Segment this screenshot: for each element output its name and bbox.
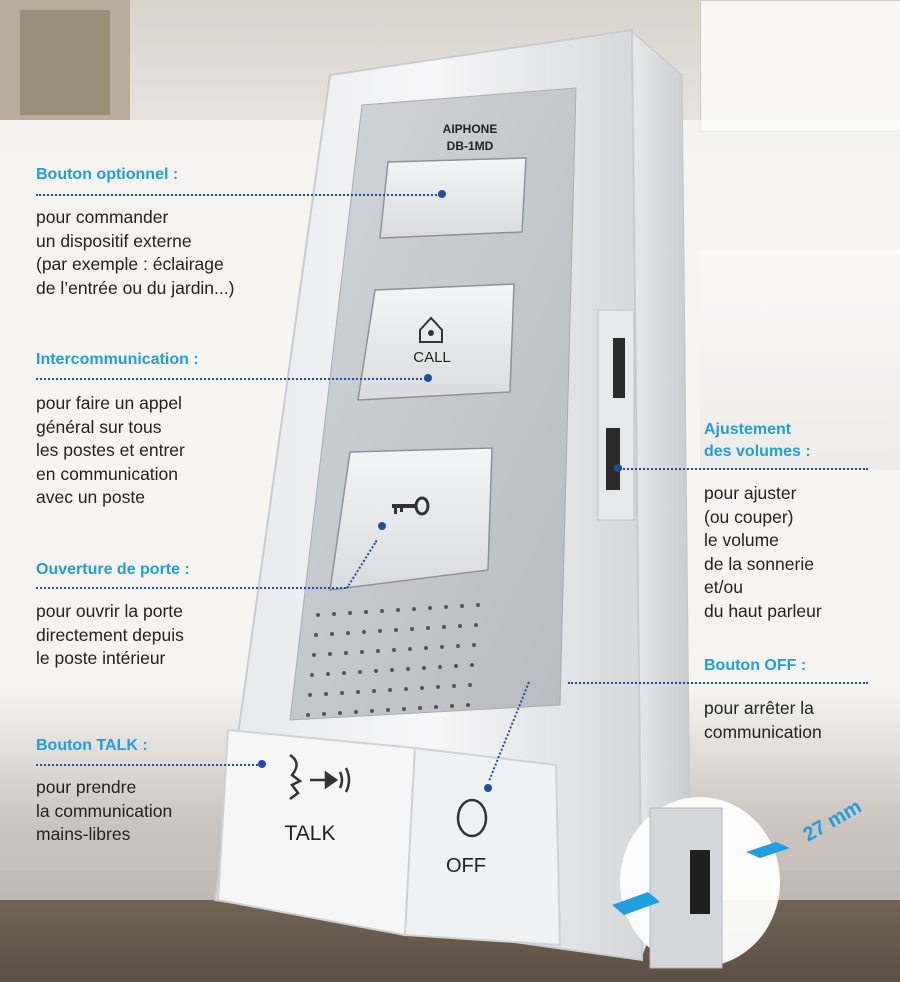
brand-text: AIPHONE: [443, 122, 498, 136]
intercom-title: Intercommunication :: [36, 351, 199, 368]
thickness-inset: [612, 797, 790, 969]
leader-dot-door: [378, 522, 386, 530]
model-text: DB-1MD: [447, 139, 494, 153]
off-button-title: Bouton OFF :: [704, 657, 807, 674]
call-label: CALL: [413, 349, 451, 366]
talk-button-desc: pour prendre la communication mains-libr…: [36, 777, 173, 844]
key-icon: [392, 496, 430, 516]
off-button-desc: pour arrêter la communication: [704, 698, 822, 742]
off-circle-icon: [456, 798, 488, 838]
off-label: OFF: [446, 855, 486, 877]
door-open-button[interactable]: [329, 447, 493, 591]
leader-dot-talk: [258, 760, 266, 768]
leader-intercom: [36, 378, 426, 380]
leader-talk: [36, 764, 258, 766]
optional-button-desc: pour commander un dispositif externe (pa…: [36, 207, 235, 298]
optional-button[interactable]: [379, 157, 527, 239]
leader-volume: [620, 468, 868, 470]
inset-arrow-right-icon: [746, 842, 790, 858]
talk-button-title: Bouton TALK :: [36, 737, 148, 754]
speaker-grille: [306, 603, 480, 717]
picture: [20, 10, 110, 115]
off-button[interactable]: [403, 746, 562, 947]
intercom-desc: pour faire un appel général sur tous les…: [36, 393, 185, 507]
leader-optional: [36, 194, 440, 196]
optional-button-title: Bouton optionnel :: [36, 166, 179, 183]
leader-dot-off: [484, 784, 492, 792]
leader-dot-volume: [614, 464, 622, 472]
leader-dot-optional: [438, 190, 446, 198]
volume-title: Ajustement des volumes :: [704, 421, 811, 460]
leader-dot-intercom: [424, 374, 432, 382]
volume-desc: pour ajuster (ou couper) le volume de la…: [704, 483, 822, 621]
door-open-desc: pour ouvrir la porte directement depuis …: [36, 601, 184, 668]
leader-door: [36, 587, 346, 589]
inset-arrow-left-icon: [612, 892, 660, 915]
thickness-label: 27 mm: [800, 796, 866, 847]
leader-off: [568, 682, 868, 684]
speaker-volume-slider[interactable]: [606, 428, 620, 490]
talk-label: TALK: [285, 822, 336, 845]
ringer-volume-slider[interactable]: [613, 338, 625, 398]
call-house-icon: [419, 316, 443, 343]
talk-speaking-icon: [289, 753, 351, 800]
door-open-title: Ouverture de porte :: [36, 561, 190, 578]
